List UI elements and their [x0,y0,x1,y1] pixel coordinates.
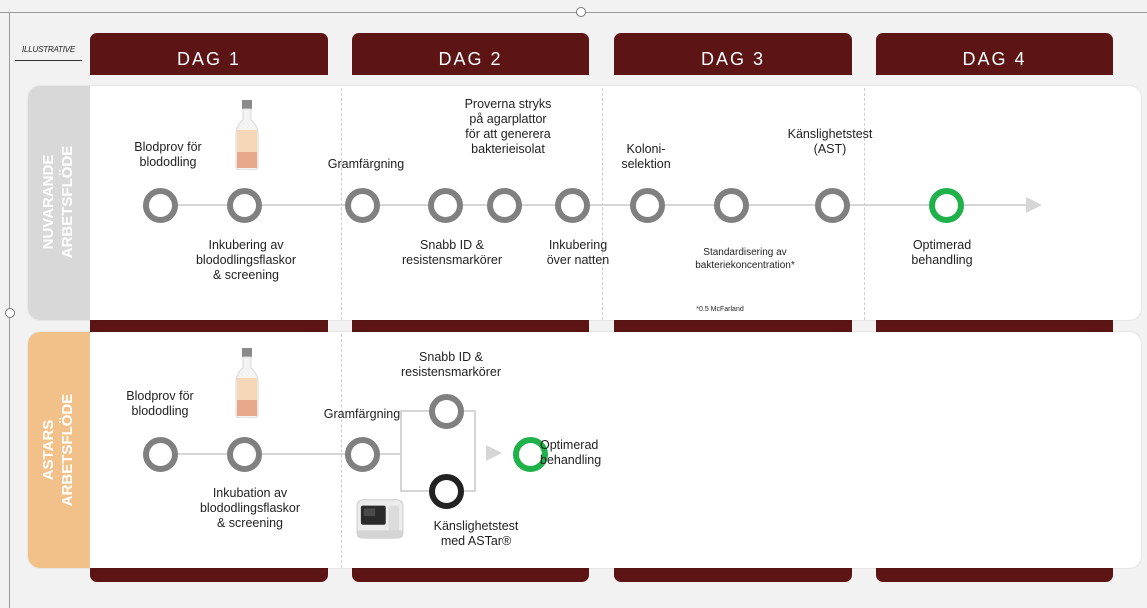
day-4-bottom-band [876,568,1113,582]
astar-circle-rapid-id [429,394,464,429]
day-1-bottom-band [90,568,328,582]
step-circle-plating [487,188,522,223]
astar-branch-vertical [400,410,478,490]
step-label-colony: Koloni- selektion [621,142,671,171]
step-circle-incubation [227,188,262,223]
astar-label-ast: Känslighetstest med ASTar® [433,519,519,548]
day-3-header: DAG 3 [614,33,852,75]
day-2-band [352,320,589,332]
current-timeline-arrowhead [1026,197,1042,213]
step-circle-gram-stain [345,188,380,223]
day-4-header: DAG 4 [876,33,1113,75]
step-label-overnight: Inkubering över natten [546,238,610,267]
astar-label-rapid-id: Snabb ID & resistensmarkörer [400,350,502,379]
astar-circle-incubation [227,437,262,472]
day-3-band [614,320,852,332]
current-timeline-line [160,204,1028,206]
step-circle-optimized [929,188,964,223]
astar-workflow-panel [28,332,1141,568]
frame-top-edge [0,0,1147,13]
astar-workflow-title: ASTARS ARBETSFLÖDE [40,393,76,507]
astar-timeline-line [160,453,400,455]
astar-circle-ast [429,474,464,509]
step-label-incubation: Inkubering av blododlingsflaskor & scree… [195,238,297,282]
illustrative-label: ILLUSTRATIVE [15,40,82,61]
astar-circle-gram-stain [345,437,380,472]
day-2-header: DAG 2 [352,33,589,75]
astar-day-divider-1 [341,334,342,568]
day-1-header: DAG 1 [90,33,328,75]
astar-circle-blood-sample [143,437,178,472]
blood-culture-bottle-icon [235,100,259,170]
step-label-blood-sample: Blodprov för blododling [134,140,202,169]
step-label-ast: Känslighetstest (AST) [787,127,873,156]
astar-label-gram-stain: Gramfärgning [323,407,401,421]
current-workflow-title: NUVARANDE ARBETSFLÖDE [40,145,76,259]
standardization-footnote: *0.5 McFarland [696,306,744,313]
step-label-standardization: Standardisering av bakteriekoncentration… [695,247,795,271]
day-2-bottom-band [352,568,589,582]
astar-branch-right [474,410,476,492]
current-workflow-sidebar [28,86,90,320]
step-circle-rapid-id [428,188,463,223]
step-circle-colony [630,188,665,223]
step-label-gram-stain: Gramfärgning [327,157,405,171]
step-circle-overnight [555,188,590,223]
resize-handle-top[interactable] [576,7,586,17]
day-1-band [90,320,328,332]
step-label-rapid-id: Snabb ID & resistensmarkörer [401,238,503,267]
astar-label-optimized: Optimerad behandling [540,438,602,467]
astar-label-blood-sample: Blodprov för blododling [126,389,194,418]
astar-label-incubation: Inkubation av blododlingsflaskor & scree… [199,486,301,530]
step-label-plating: Proverna stryks på agarplattor för att g… [464,97,552,156]
resize-handle-left[interactable] [5,308,15,318]
astar-blood-culture-bottle-icon [235,348,259,418]
step-label-optimized: Optimerad behandling [911,238,973,267]
astar-workflow-sidebar [28,332,90,568]
astar-timeline-arrowhead [486,445,502,461]
step-circle-standardization [714,188,749,223]
day-4-band [876,320,1113,332]
step-circle-ast [815,188,850,223]
astar-circle-optimized [513,437,548,472]
day-3-bottom-band [614,568,852,582]
astar-instrument-icon [356,499,404,539]
step-circle-blood-sample [143,188,178,223]
